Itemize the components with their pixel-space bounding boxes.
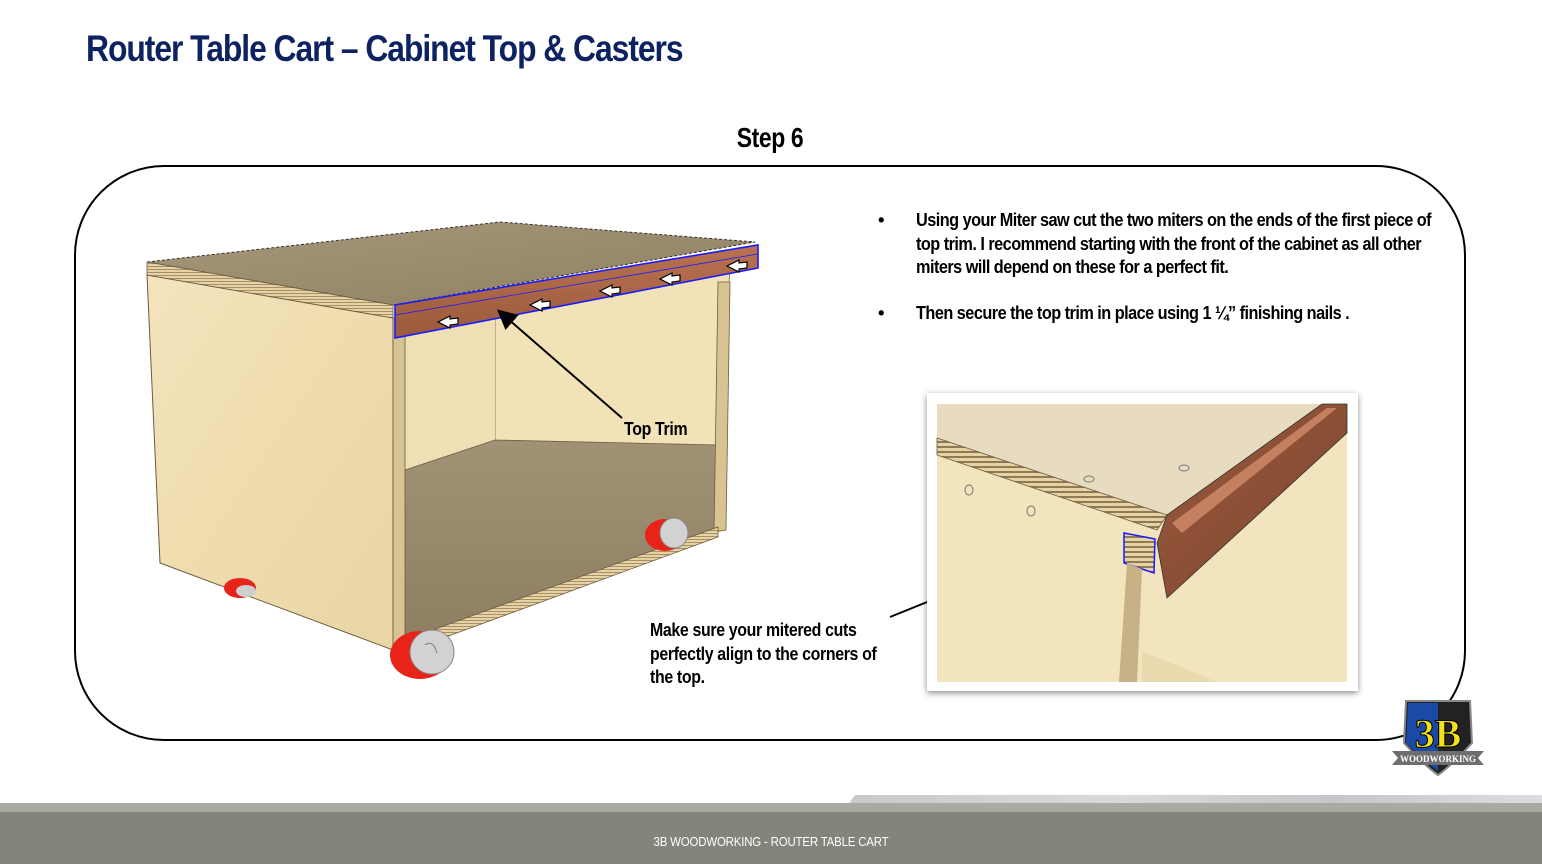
- bullet-icon: •: [878, 301, 884, 323]
- caster-back-left: [224, 578, 256, 598]
- top-trim-label: Top Trim: [624, 418, 688, 439]
- footer-text: 3B WOODWORKING - ROUTER TABLE CART: [653, 834, 889, 849]
- miter-callout-line: perfectly align to the corners of: [650, 642, 877, 664]
- slide-title: Router Table Cart – Cabinet Top & Caster…: [86, 28, 684, 69]
- instructions-list: • Using your Miter saw cut the two miter…: [878, 208, 1438, 346]
- miter-closeup-inset: [927, 393, 1358, 691]
- cabinet-illustration: [146, 221, 1154, 679]
- caster-front-right: [645, 517, 689, 551]
- instruction-text: Using your Miter saw cut the two miters …: [916, 209, 1432, 277]
- cabinet-drawing: [146, 221, 1154, 679]
- miter-callout-line: the top.: [650, 666, 705, 687]
- footer-accent-streak: [848, 795, 1542, 805]
- logo-banner: WOODWORKING: [1400, 754, 1476, 764]
- top-trim-highlight: [394, 244, 759, 339]
- bullet-icon: •: [878, 209, 884, 230]
- footer-accent-bar: [0, 803, 1542, 812]
- content-frame: [74, 165, 1466, 741]
- top-trim-arrow: [496, 309, 623, 419]
- caster-front-left: [390, 629, 455, 679]
- footer-bar: 3B WOODWORKING - ROUTER TABLE CART: [0, 812, 1542, 864]
- 3b-woodworking-logo: 3B WOODWORKING: [1392, 695, 1484, 779]
- instruction-text: Then secure the top trim in place using …: [916, 301, 1350, 323]
- instruction-item: • Using your Miter saw cut the two miter…: [878, 208, 1438, 279]
- logo-mark: 3B: [1415, 711, 1462, 756]
- miter-callout-text: Make sure your mitered cuts perfectly al…: [650, 618, 877, 689]
- miter-closeup-image: [936, 403, 1348, 682]
- step-label: Step 6: [736, 122, 804, 153]
- instruction-item: • Then secure the top trim in place usin…: [878, 301, 1438, 325]
- miter-callout-line: Make sure your mitered cuts: [650, 619, 857, 640]
